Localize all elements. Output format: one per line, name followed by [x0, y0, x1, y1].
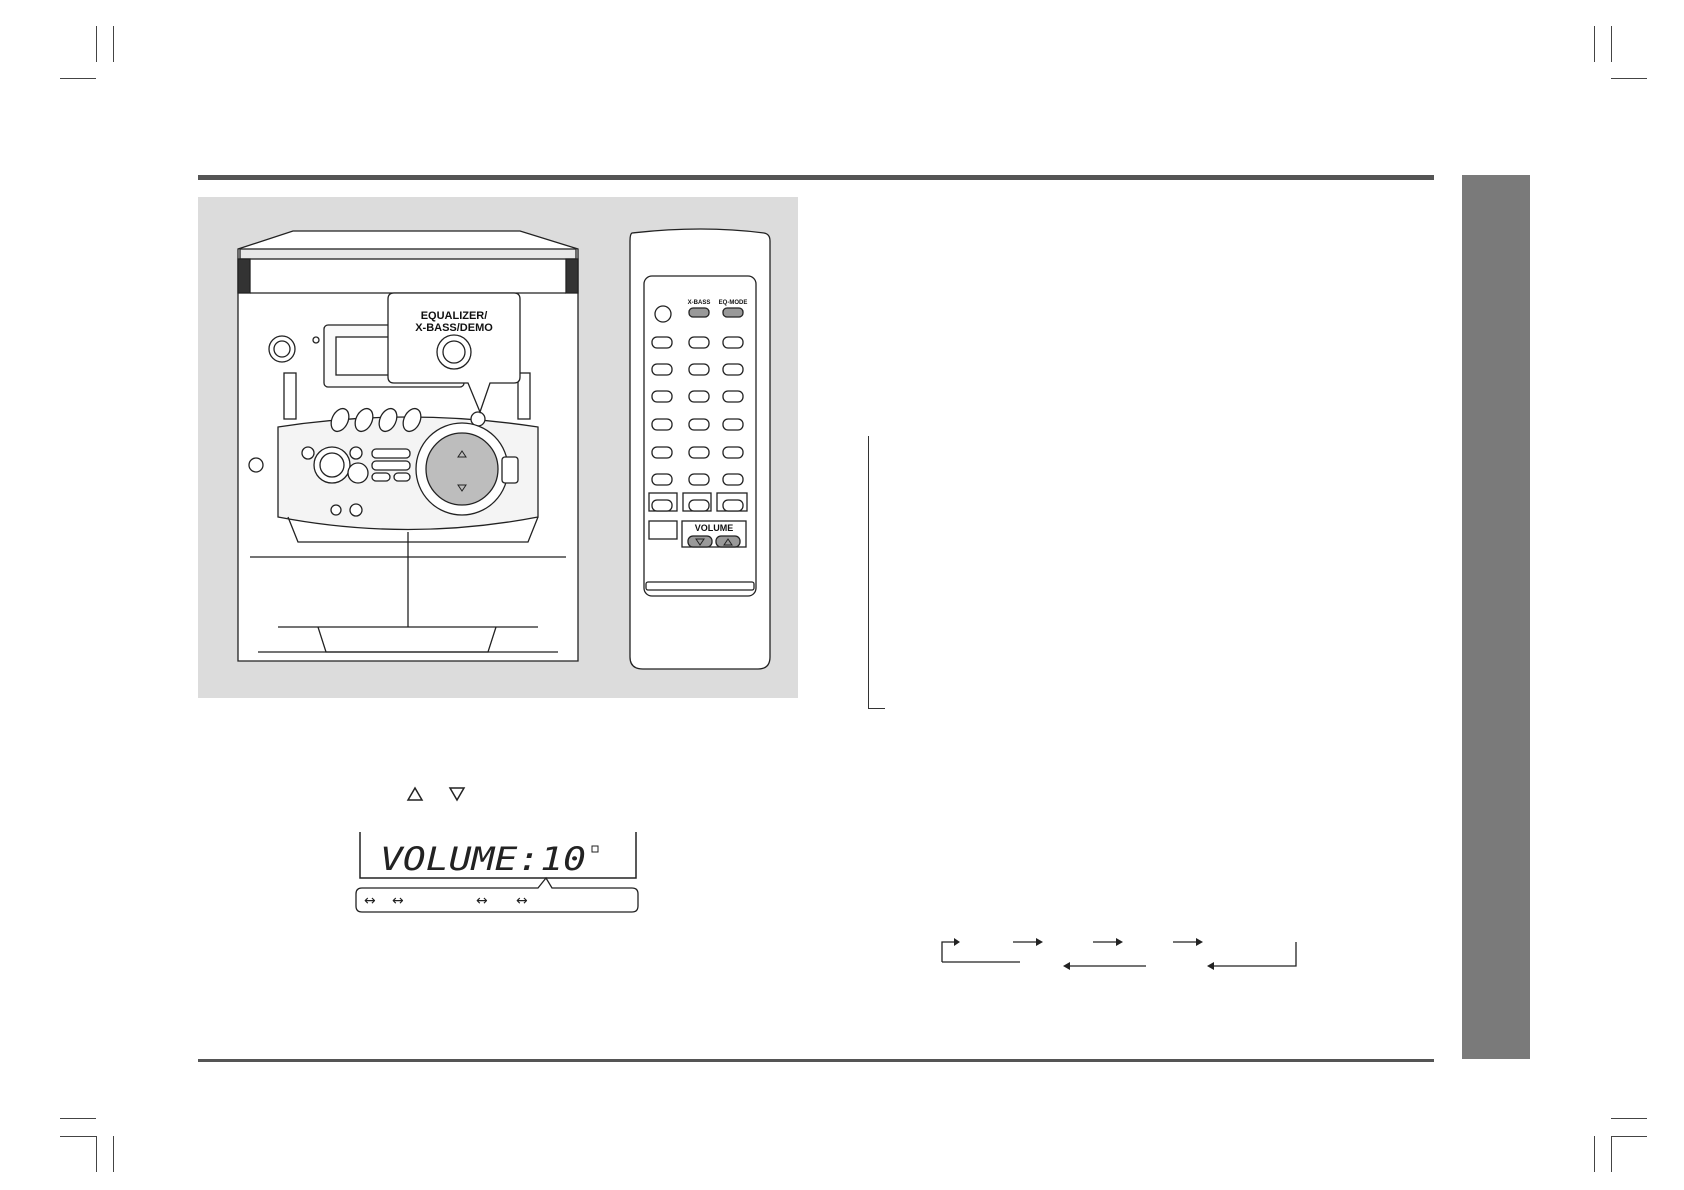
crop-mark — [60, 1118, 96, 1119]
triangle-down-icon — [448, 787, 466, 802]
crop-mark — [1611, 1136, 1612, 1172]
crop-mark — [113, 1136, 114, 1172]
callout-label-line1: EQUALIZER/ — [421, 310, 488, 322]
svg-text:↔: ↔ — [516, 893, 528, 909]
remote-control-illustration — [629, 228, 771, 670]
remote-eqmode-label: EQ-MODE — [719, 300, 748, 306]
lcd-volume-text: VOLUME:10 — [380, 840, 586, 878]
crop-mark — [96, 26, 97, 62]
mode-cycle-diagram — [941, 938, 1297, 970]
crop-mark — [1611, 1136, 1647, 1137]
crop-mark — [60, 1136, 96, 1137]
triangle-up-icon — [406, 786, 424, 801]
crop-mark — [1594, 1136, 1595, 1172]
crop-mark — [96, 1136, 97, 1172]
illustration-panel: EQUALIZER/ X-BASS/DEMO — [198, 197, 798, 698]
volume-down-button-icon — [687, 535, 713, 548]
illustration-svg: EQUALIZER/ X-BASS/DEMO — [237, 228, 771, 670]
volume-triangle-icons — [406, 786, 466, 802]
crop-mark — [60, 78, 96, 79]
text-bracket — [868, 436, 885, 709]
svg-text:↔: ↔ — [392, 893, 404, 909]
callout-box — [387, 292, 521, 414]
svg-text:↔: ↔ — [364, 893, 376, 909]
remote-volume-label: VOLUME — [695, 523, 734, 533]
header-rule — [198, 175, 1434, 180]
crop-mark — [1611, 78, 1647, 79]
crop-mark — [113, 26, 114, 62]
callout-label-line2: X-BASS/DEMO — [415, 322, 493, 334]
volume-up-button-icon — [715, 535, 741, 548]
crop-mark — [1611, 26, 1612, 62]
remote-keypad — [648, 336, 748, 548]
volume-display-illustration: VOLUME:10 ↔ ↔ ↔ ↔ — [355, 832, 639, 913]
footer-rule — [198, 1059, 1434, 1062]
svg-text:↔: ↔ — [476, 893, 488, 909]
section-side-tab — [1462, 175, 1530, 1059]
crop-mark — [1611, 1118, 1647, 1119]
crop-mark — [1594, 26, 1595, 62]
remote-xbass-label: X-BASS — [688, 300, 711, 306]
